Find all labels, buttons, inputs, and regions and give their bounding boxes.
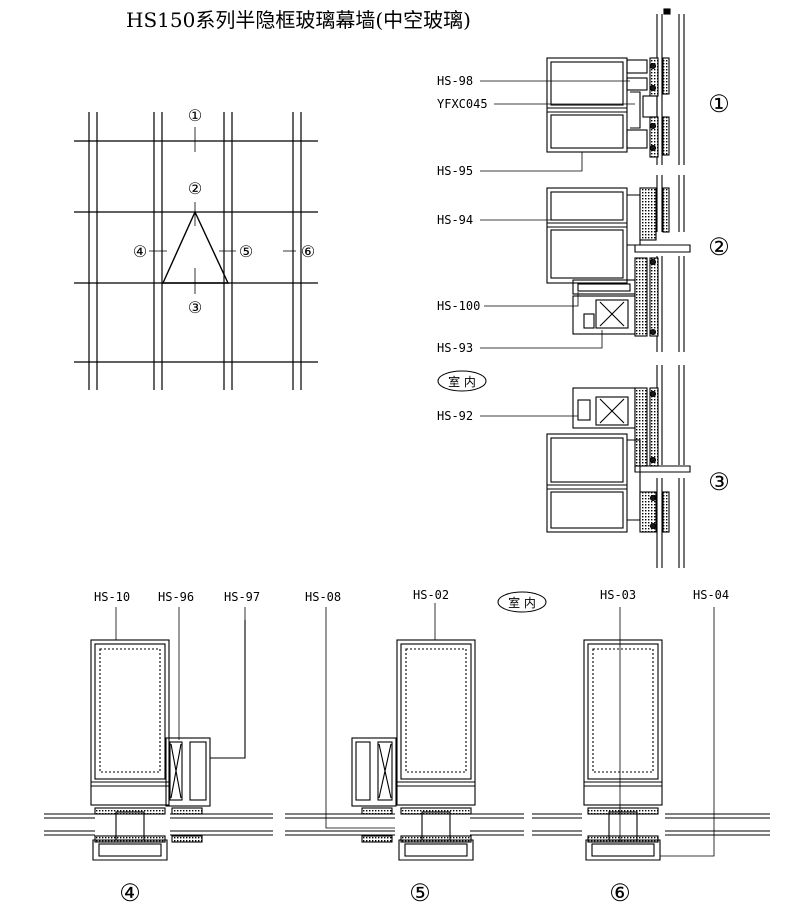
label-hs-10: HS-10 (94, 590, 130, 604)
room-label-ellipse (437, 370, 487, 392)
grid-marker-2: ② (188, 179, 202, 198)
horizontal-section-drawing (44, 620, 770, 861)
label-hs-95: HS-95 (437, 164, 473, 178)
label-hs-100: HS-100 (437, 299, 480, 313)
label-hs-98: HS-98 (437, 74, 473, 88)
grid-marker-6: ⑥ (301, 242, 315, 261)
grid-marker-3: ③ (188, 298, 202, 317)
section-number-1: ① (708, 90, 730, 118)
section-number-2: ② (708, 233, 730, 261)
label-hs-94: HS-94 (437, 213, 473, 227)
drawing-title: HS150系列半隐框玻璃幕墙(中空玻璃) (126, 8, 471, 32)
grid-marker-1: ① (188, 106, 202, 125)
label-hs-08: HS-08 (305, 590, 341, 604)
section-number-4: ④ (119, 879, 141, 907)
room-label-interior: 室 内 (448, 374, 476, 389)
section-number-6: ⑥ (609, 879, 631, 907)
grid-marker-5: ⑤ (239, 242, 253, 261)
section-number-3: ③ (708, 468, 730, 496)
label-hs-02: HS-02 (413, 588, 449, 602)
label-hs-96: HS-96 (158, 590, 194, 604)
horizontal-leaders (115, 603, 715, 857)
section-number-5: ⑤ (409, 879, 431, 907)
label-hs-92: HS-92 (437, 409, 473, 423)
elevation-grid (74, 112, 318, 390)
label-hs-97: HS-97 (224, 590, 260, 604)
label-hs-04: HS-04 (693, 588, 729, 602)
label-hs-93: HS-93 (437, 341, 473, 355)
room-label-ellipse-bottom (497, 591, 547, 613)
label-hs-03: HS-03 (600, 588, 636, 602)
room-label-interior-bottom: 室 内 (508, 595, 536, 610)
label-yfxc045: YFXC045 (437, 97, 488, 111)
vertical-section-drawing (546, 8, 691, 568)
grid-marker-4: ④ (133, 242, 147, 261)
vertical-leaders (480, 80, 635, 417)
